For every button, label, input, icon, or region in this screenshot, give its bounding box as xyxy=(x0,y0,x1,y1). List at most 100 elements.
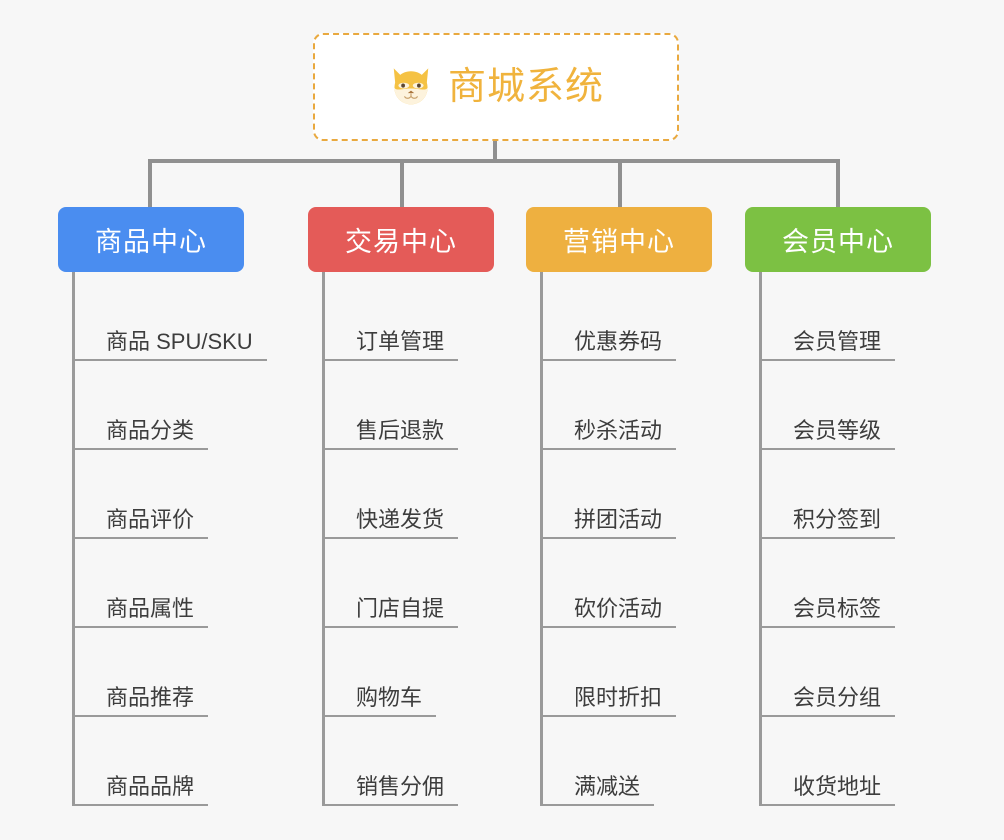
leaf-list-1: 订单管理 售后退款 快递发货 门店自提 购物车 销售分佣 xyxy=(322,272,508,806)
leaf-item[interactable]: 售后退款 xyxy=(322,361,508,450)
category-header-1[interactable]: 交易中心 xyxy=(308,207,494,272)
category-header-2[interactable]: 营销中心 xyxy=(526,207,712,272)
leaf-spine-1 xyxy=(322,272,325,806)
leaf-label: 收货地址 xyxy=(793,773,882,799)
leaf-label: 优惠券码 xyxy=(574,328,663,354)
leaf-underline xyxy=(759,448,896,450)
leaf-label: 售后退款 xyxy=(356,417,445,443)
leaf-label: 商品属性 xyxy=(106,595,195,621)
leaf-spine-0 xyxy=(72,272,75,806)
leaf-item[interactable]: 会员等级 xyxy=(759,361,931,450)
root-node[interactable]: 商城系统 xyxy=(313,33,679,141)
leaf-item[interactable]: 购物车 xyxy=(322,628,508,717)
leaf-label: 拼团活动 xyxy=(574,506,663,532)
column-marketing-center: 营销中心 优惠券码 秒杀活动 拼团活动 砍价活动 限时折扣 满减送 xyxy=(526,207,712,806)
leaf-underline xyxy=(322,448,459,450)
leaf-label: 销售分佣 xyxy=(356,773,445,799)
leaf-item[interactable]: 订单管理 xyxy=(322,272,508,361)
leaf-label: 商品 SPU/SKU xyxy=(106,328,253,354)
leaf-label: 限时折扣 xyxy=(574,684,663,710)
leaf-underline xyxy=(72,448,209,450)
leaf-label: 购物车 xyxy=(356,684,423,710)
leaf-item[interactable]: 商品评价 xyxy=(72,450,258,539)
leaf-list-3: 会员管理 会员等级 积分签到 会员标签 会员分组 收货地址 xyxy=(759,272,931,806)
leaf-label: 商品评价 xyxy=(106,506,195,532)
leaf-list-0: 商品 SPU/SKU 商品分类 商品评价 商品属性 商品推荐 商品品牌 xyxy=(72,272,267,806)
leaf-item[interactable]: 秒杀活动 xyxy=(540,361,712,450)
leaf-item[interactable]: 门店自提 xyxy=(322,539,508,628)
leaf-label: 商品分类 xyxy=(106,417,195,443)
leaf-item[interactable]: 会员标签 xyxy=(759,539,931,628)
leaf-label: 积分签到 xyxy=(793,506,882,532)
root-title: 商城系统 xyxy=(447,66,604,108)
leaf-underline xyxy=(322,359,459,361)
leaf-label: 订单管理 xyxy=(356,328,445,354)
category-label-2: 营销中心 xyxy=(563,227,675,257)
leaf-underline xyxy=(322,626,459,628)
leaf-underline xyxy=(72,359,267,361)
leaf-underline xyxy=(540,715,677,717)
leaf-label: 满减送 xyxy=(574,773,641,799)
leaf-item[interactable]: 会员分组 xyxy=(759,628,931,717)
column-product-center: 商品中心 商品 SPU/SKU 商品分类 商品评价 商品属性 商品推荐 商品品牌 xyxy=(58,207,267,806)
leaf-underline xyxy=(72,715,209,717)
leaf-item[interactable]: 拼团活动 xyxy=(540,450,712,539)
category-label-3: 会员中心 xyxy=(782,227,894,257)
connector-drop-0 xyxy=(148,159,152,207)
shiba-dog-face-icon xyxy=(393,68,429,105)
connector-drop-2 xyxy=(618,159,622,207)
leaf-underline xyxy=(72,804,209,806)
leaf-label: 门店自提 xyxy=(356,595,445,621)
leaf-item[interactable]: 商品品牌 xyxy=(72,717,258,806)
category-label-1: 交易中心 xyxy=(345,227,457,257)
leaf-underline xyxy=(759,626,896,628)
category-header-0[interactable]: 商品中心 xyxy=(58,207,244,272)
column-trade-center: 交易中心 订单管理 售后退款 快递发货 门店自提 购物车 销售分佣 xyxy=(308,207,508,806)
leaf-item[interactable]: 商品属性 xyxy=(72,539,258,628)
leaf-label: 快递发货 xyxy=(356,506,445,532)
leaf-item[interactable]: 砍价活动 xyxy=(540,539,712,628)
leaf-item[interactable]: 商品 SPU/SKU xyxy=(72,272,267,361)
leaf-underline xyxy=(540,537,677,539)
category-header-3[interactable]: 会员中心 xyxy=(745,207,931,272)
leaf-item[interactable]: 优惠券码 xyxy=(540,272,712,361)
leaf-underline xyxy=(759,359,896,361)
leaf-label: 会员分组 xyxy=(793,684,882,710)
leaf-label: 秒杀活动 xyxy=(574,417,663,443)
leaf-label: 商品推荐 xyxy=(106,684,195,710)
leaf-item[interactable]: 会员管理 xyxy=(759,272,931,361)
leaf-item[interactable]: 快递发货 xyxy=(322,450,508,539)
leaf-spine-2 xyxy=(540,272,543,806)
leaf-underline xyxy=(540,626,677,628)
leaf-item[interactable]: 限时折扣 xyxy=(540,628,712,717)
leaf-item[interactable]: 收货地址 xyxy=(759,717,931,806)
leaf-underline xyxy=(72,626,209,628)
leaf-underline xyxy=(322,715,437,717)
leaf-item[interactable]: 商品推荐 xyxy=(72,628,258,717)
leaf-underline xyxy=(540,804,655,806)
leaf-underline xyxy=(322,804,459,806)
leaf-underline xyxy=(759,715,896,717)
leaf-item[interactable]: 积分签到 xyxy=(759,450,931,539)
leaf-label: 砍价活动 xyxy=(574,595,663,621)
leaf-label: 会员标签 xyxy=(793,595,882,621)
leaf-label: 会员管理 xyxy=(793,328,882,354)
leaf-list-2: 优惠券码 秒杀活动 拼团活动 砍价活动 限时折扣 满减送 xyxy=(540,272,712,806)
leaf-underline xyxy=(759,804,896,806)
column-member-center: 会员中心 会员管理 会员等级 积分签到 会员标签 会员分组 收货地址 xyxy=(745,207,931,806)
connector-drop-1 xyxy=(400,159,404,207)
leaf-item[interactable]: 满减送 xyxy=(540,717,712,806)
leaf-label: 会员等级 xyxy=(793,417,882,443)
leaf-underline xyxy=(322,537,459,539)
connector-stem xyxy=(493,141,497,162)
leaf-underline xyxy=(540,448,677,450)
leaf-underline xyxy=(759,537,896,539)
leaf-spine-3 xyxy=(759,272,762,806)
leaf-item[interactable]: 销售分佣 xyxy=(322,717,508,806)
connector-drop-3 xyxy=(836,159,840,207)
category-label-0: 商品中心 xyxy=(95,227,207,257)
leaf-underline xyxy=(72,537,209,539)
leaf-item[interactable]: 商品分类 xyxy=(72,361,258,450)
connector-bus xyxy=(148,159,840,163)
